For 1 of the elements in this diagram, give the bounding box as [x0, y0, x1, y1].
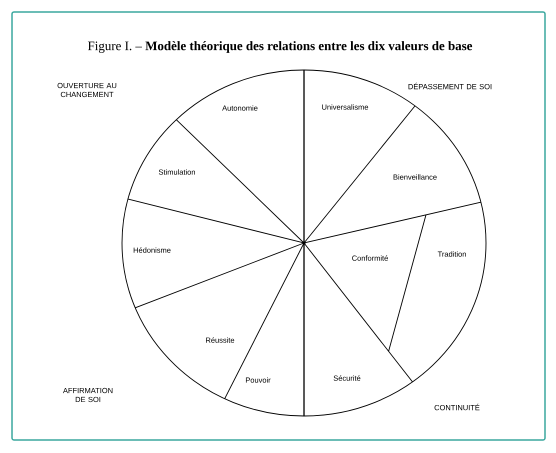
figure-title: Figure I. – Modèle théorique des relations entre les dix valeurs de base [88, 41, 472, 53]
